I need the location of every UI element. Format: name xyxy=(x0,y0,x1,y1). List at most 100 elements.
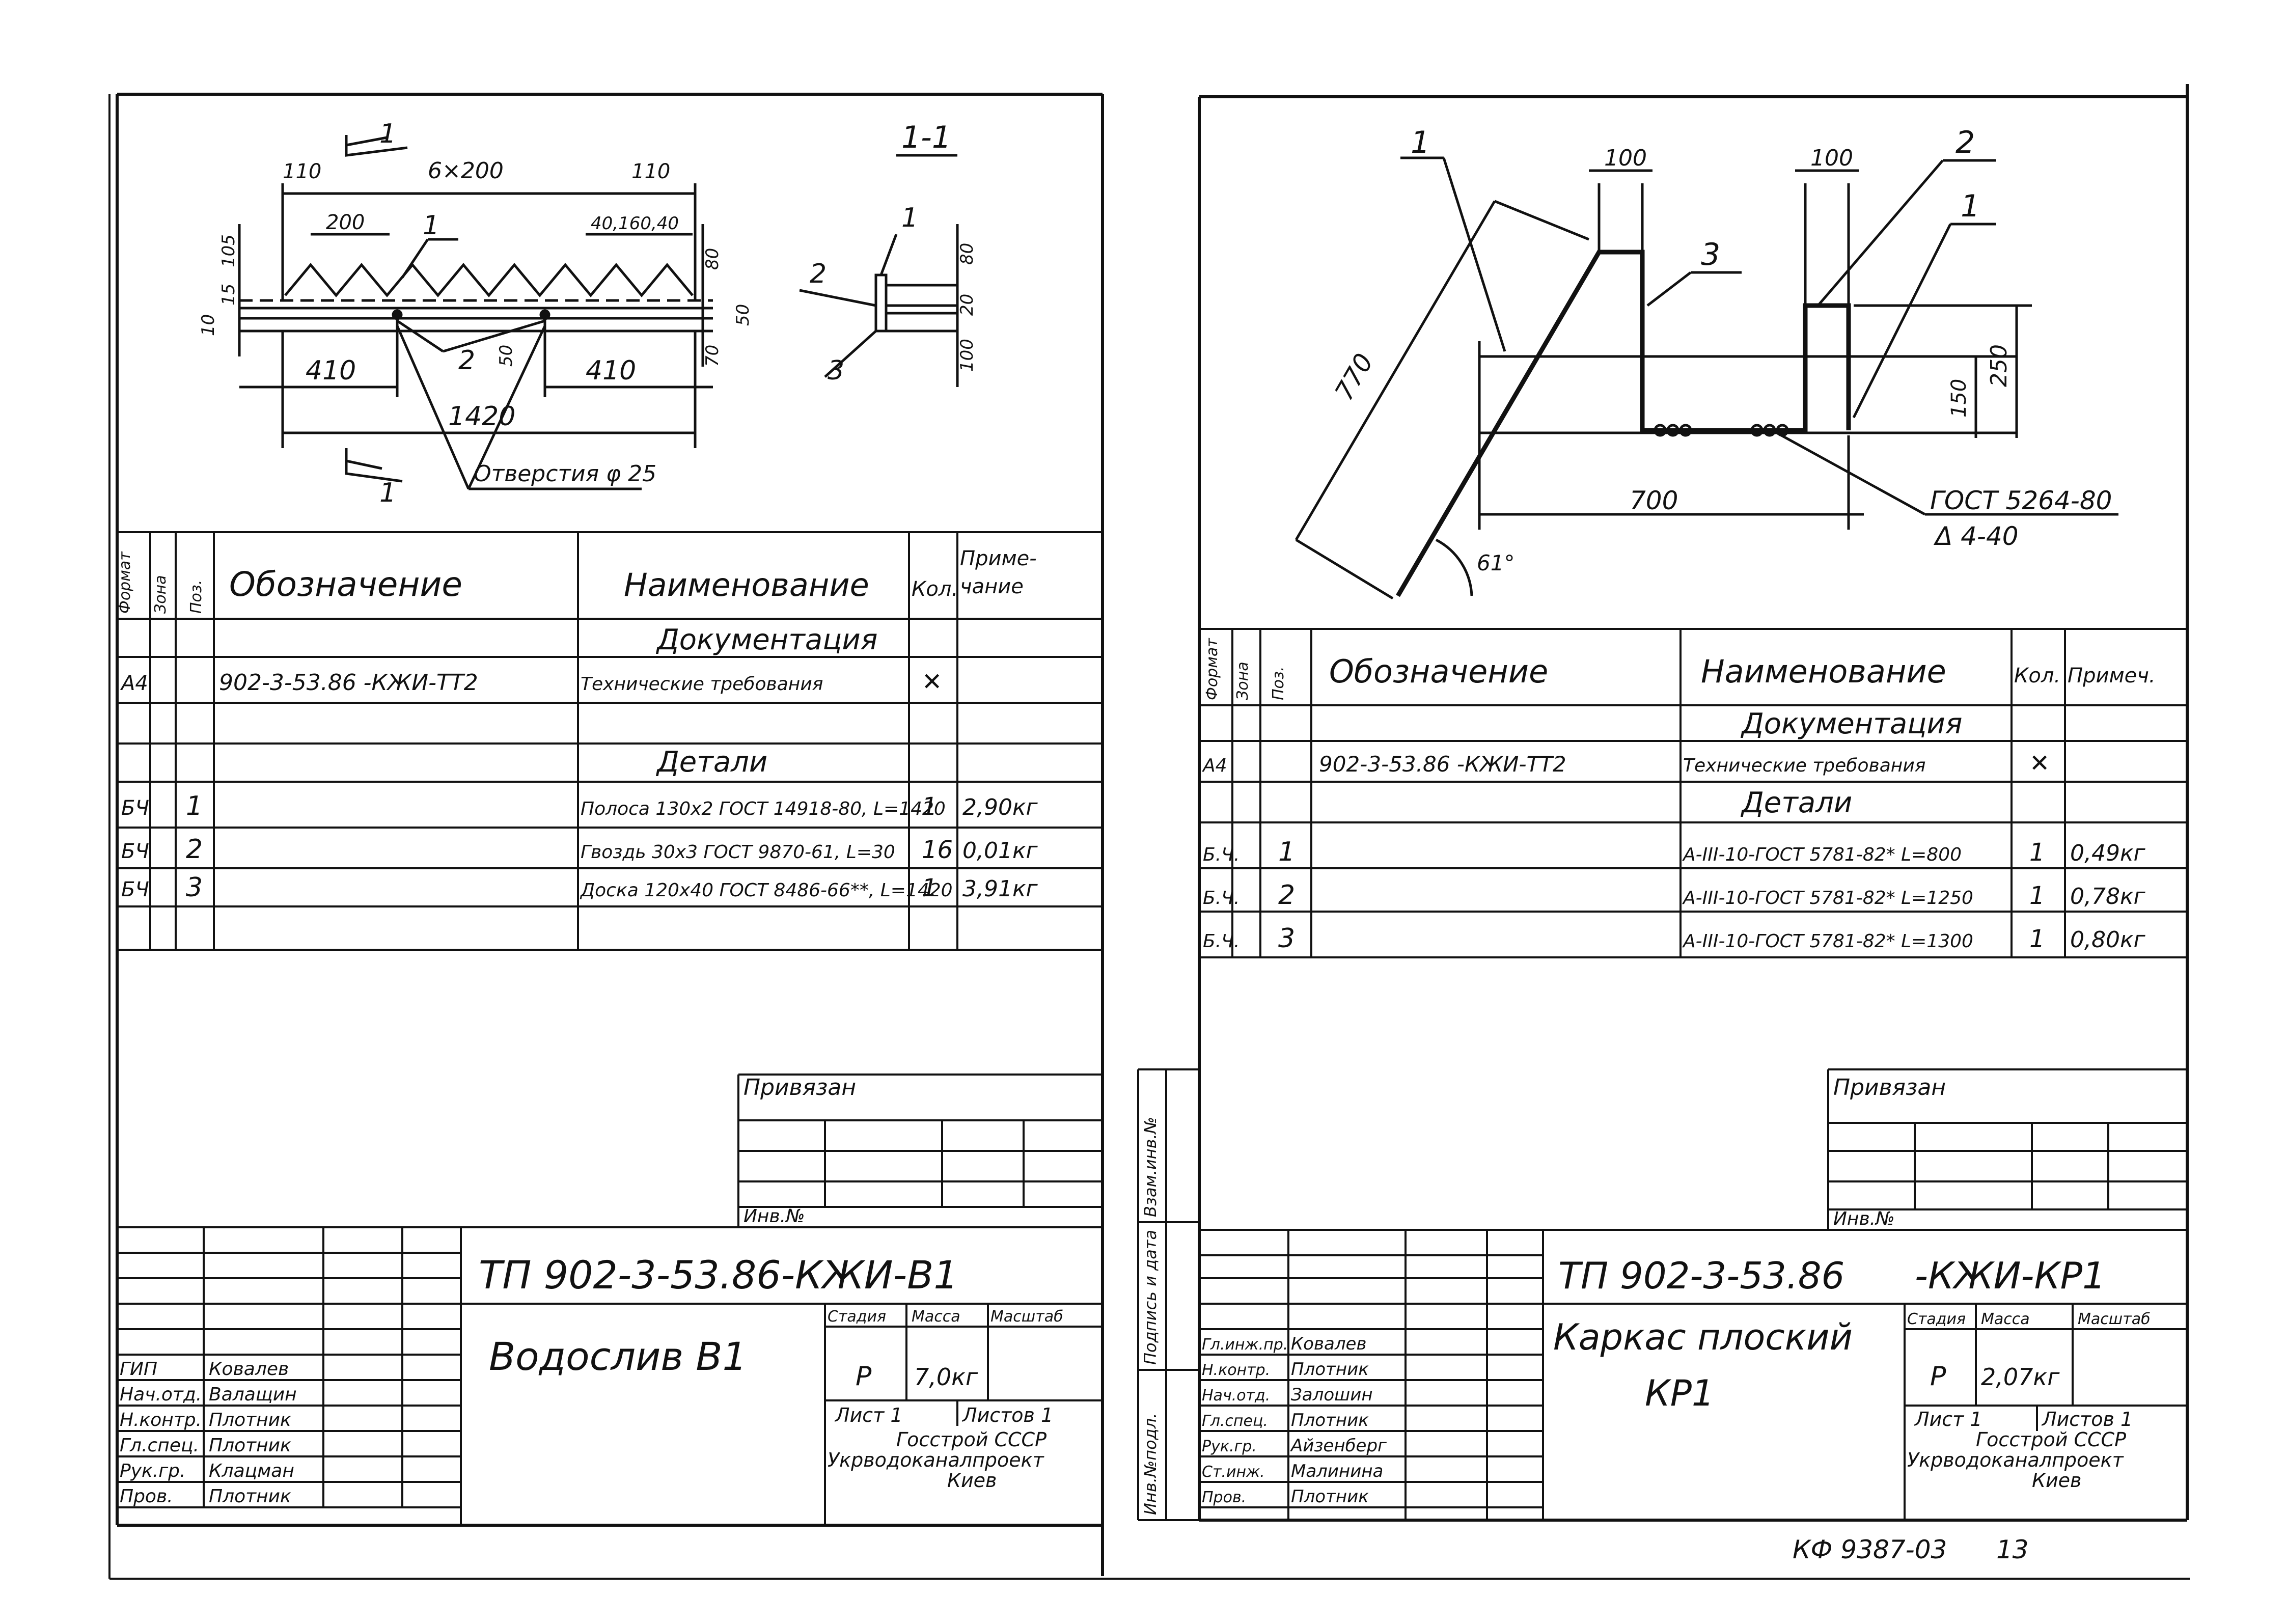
weld-gost-note: ГОСТ 5264-80 xyxy=(1930,486,2112,515)
frame-kr1-drawing xyxy=(1295,156,2118,600)
right-spec-cell-fmt: Б.Ч. xyxy=(1203,888,1240,909)
left-sheet-number: Лист 1 xyxy=(834,1404,903,1426)
right-spec-table: Формат Зона Поз. Обозначение Наименовани… xyxy=(1202,638,2156,954)
left-spec-header-format: Формат xyxy=(116,551,134,614)
right-spec-cell-qty: ✕ xyxy=(2029,749,2050,778)
right-person-role: Гл.инж.пр. xyxy=(1202,1336,1288,1354)
right-person-role: Гл.спец. xyxy=(1202,1412,1268,1430)
left-spec-cell-note: 2,90кг xyxy=(962,794,1038,820)
left-person-name: Плотник xyxy=(209,1410,291,1430)
hole-note: Отверстия φ 25 xyxy=(474,461,656,487)
right-spec-cell-note: 0,80кг xyxy=(2070,927,2146,953)
right-sheet-frame xyxy=(1198,84,2189,1522)
left-spec-cell-code: 902-3-53.86 -КЖИ-ТТ2 xyxy=(219,670,478,696)
right-spec-header-note: Примеч. xyxy=(2068,664,2156,687)
right-title-block-grid xyxy=(1199,1229,2187,1520)
left-person-role: Нач.отд. xyxy=(120,1384,202,1405)
left-sheet: 1 1 1-1 110 6×200 110 200 40,160,40 1 2 … xyxy=(108,93,2190,1580)
left-spec-cell-name: Технические требования xyxy=(581,674,823,695)
left-spec-header-code: Обозначение xyxy=(229,565,462,604)
right-spec-cell-qty: 1 xyxy=(2029,882,2045,910)
left-person-name: Валащин xyxy=(209,1384,297,1405)
right-side-strip xyxy=(1137,1068,1199,1521)
right-spec-cell-fmt: А4 xyxy=(1202,755,1227,776)
right-spec-cell-name: А-III-10-ГОСТ 5781-82* L=1300 xyxy=(1682,931,1973,952)
dim-10: 10 xyxy=(198,314,218,336)
left-spec-cell-fmt: А4 xyxy=(120,672,148,695)
right-spec-cell-pos: 1 xyxy=(1278,837,1295,867)
right-person-role: Ст.инж. xyxy=(1202,1463,1265,1481)
frame-dim-250: 250 xyxy=(1986,344,2012,387)
left-spec-header-zone: Зона xyxy=(152,575,170,614)
right-spec-cell-code: 902-3-53.86 -КЖИ-ТТ2 xyxy=(1319,752,1566,777)
left-person-role: Рук.гр. xyxy=(120,1461,185,1481)
dim-105: 105 xyxy=(218,234,239,267)
right-spec-grid xyxy=(1199,628,2187,958)
right-person-name: Ковалев xyxy=(1291,1334,1367,1354)
left-person-role: Гл.спец. xyxy=(120,1435,199,1456)
section-pos-2: 2 xyxy=(810,259,827,289)
weld-type-note: Δ 4-40 xyxy=(1933,521,2019,551)
weir-plan-labels: 1 1 1-1 110 6×200 110 200 40,160,40 1 2 … xyxy=(198,119,957,508)
right-spec-cell-name: Технические требования xyxy=(1683,755,1925,776)
right-person-role: Нач.отд. xyxy=(1202,1387,1270,1405)
frame-pos-1-right: 1 xyxy=(1961,188,1980,224)
right-spec-cell-pos: 2 xyxy=(1278,880,1295,911)
left-org-line3: Киев xyxy=(947,1469,997,1492)
right-spec-cell-name: А-III-10-ГОСТ 5781-82* L=800 xyxy=(1682,844,1962,865)
frame-kr1-labels: 1 3 2 1 100 100 770 150 250 700 61° ГОСТ… xyxy=(1329,125,2112,575)
left-spec-cell-qty: 1 xyxy=(922,792,938,821)
frame-pos-2: 2 xyxy=(1956,125,1975,160)
left-spec-header-name: Наименование xyxy=(624,566,869,603)
frame-dim-100-right: 100 xyxy=(1810,145,1853,171)
right-person-role: Пров. xyxy=(1202,1489,1246,1506)
right-spec-cell-note: 0,49кг xyxy=(2070,840,2146,866)
right-privyazan-label: Привязан xyxy=(1833,1075,1946,1100)
left-spec-cell-fmt: БЧ xyxy=(121,796,149,820)
section-title: 1-1 xyxy=(901,120,951,155)
dim-40-160-40: 40,160,40 xyxy=(591,213,679,234)
left-spec-cell-name: Документация xyxy=(655,623,877,656)
right-spec-cell-fmt: Б.Ч. xyxy=(1203,931,1240,952)
right-spec-cell-fmt: Б.Ч. xyxy=(1203,844,1240,865)
right-inv-no-label: Инв.№ xyxy=(1833,1208,1895,1229)
left-spec-cell-fmt: БЧ xyxy=(121,878,149,901)
right-person-name: Плотник xyxy=(1291,1410,1369,1430)
dim-50-vertical: 50 xyxy=(733,304,753,326)
left-spec-table: Формат Зона Поз. Обозначение Наименовани… xyxy=(116,547,1038,903)
right-spec-header-name: Наименование xyxy=(1701,653,1946,690)
right-title-block: ТП 902-3-53.86 -КЖИ-КР1 Каркас плоский К… xyxy=(1202,1254,2151,1507)
section-dim-80: 80 xyxy=(957,243,977,265)
left-spec-cell-qty: ✕ xyxy=(922,668,942,696)
left-spec-cell-note: 0,01кг xyxy=(962,838,1038,864)
left-spec-cell-pos: 3 xyxy=(186,872,203,903)
right-privyazan-grid xyxy=(1827,1068,2187,1230)
section-pos-3: 3 xyxy=(828,355,844,386)
left-privyazan-label: Привязан xyxy=(743,1075,856,1100)
left-spec-cell-qty: 1 xyxy=(922,874,938,902)
right-person-name: Малинина xyxy=(1291,1461,1383,1481)
footer-page-number: 13 xyxy=(1996,1535,2029,1564)
side-label-replaced: Взам.инв.№ xyxy=(1141,1117,1160,1217)
right-person-role: Н.контр. xyxy=(1202,1361,1270,1379)
left-privyazan-grid xyxy=(737,1074,1103,1227)
section-mark-top: 1 xyxy=(379,119,396,149)
left-spec-cell-pos: 1 xyxy=(186,791,203,821)
weir-plan-view xyxy=(238,135,713,490)
section-dim-20: 20 xyxy=(957,294,977,316)
dim-110-right: 110 xyxy=(631,160,670,183)
right-person-name: Айзенберг xyxy=(1290,1436,1387,1456)
left-title-block: ТП 902-3-53.86-КЖИ-В1 Водослив В1 Стадия… xyxy=(120,1252,1063,1507)
frame-pos-1-left: 1 xyxy=(1411,125,1430,160)
dim-15: 15 xyxy=(218,284,239,306)
left-sheet-frame xyxy=(108,93,2190,1580)
frame-dim-700: 700 xyxy=(1630,486,1678,515)
left-person-name: Ковалев xyxy=(209,1359,289,1380)
side-label-inventory: Инв.№подл. xyxy=(1141,1413,1160,1515)
frame-dim-150: 150 xyxy=(1947,379,1971,418)
left-spec-cell-note: 3,91кг xyxy=(962,876,1038,902)
